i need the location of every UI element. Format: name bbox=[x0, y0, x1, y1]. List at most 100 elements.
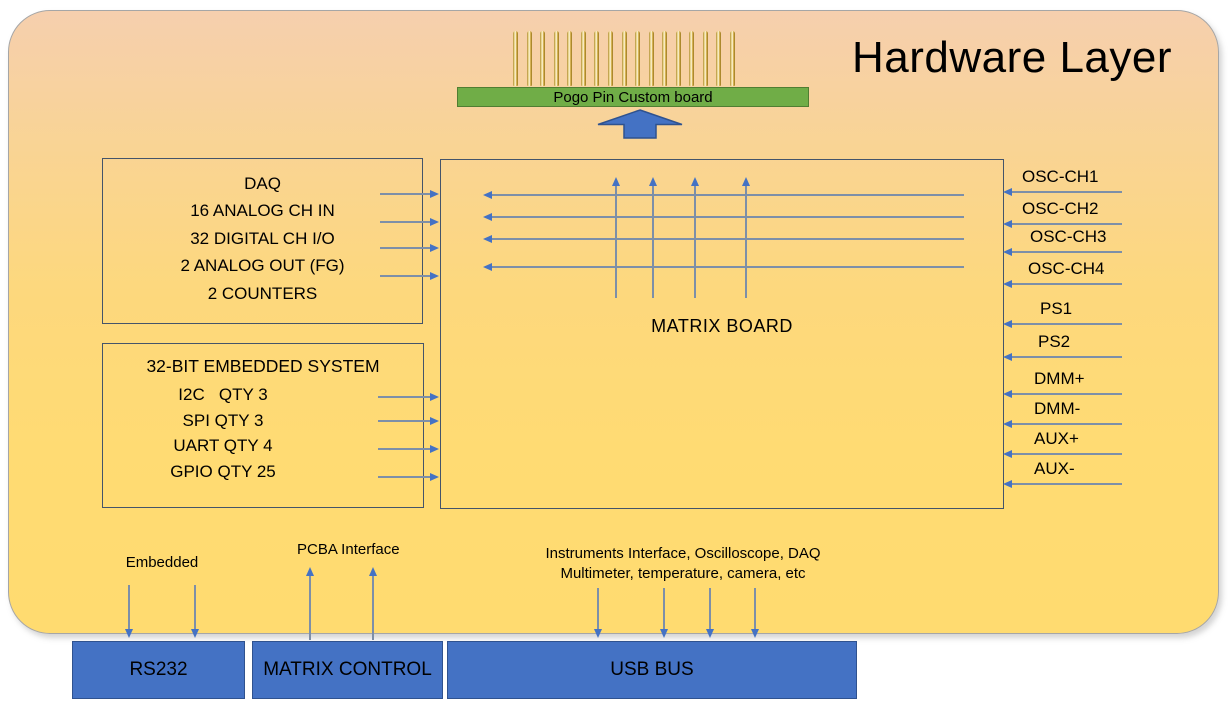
embedded-system-title: 32-BIT EMBEDDED SYSTEM bbox=[146, 356, 380, 376]
port-osc-ch2: OSC-CH2 bbox=[1012, 199, 1126, 233]
port-arrow bbox=[1012, 251, 1122, 253]
port-aux-plus: AUX+ bbox=[1012, 429, 1126, 463]
instruments-to-usb-arrow bbox=[754, 588, 756, 629]
port-label: OSC-CH4 bbox=[1028, 259, 1105, 278]
usb-bus-label: USB BUS bbox=[610, 659, 694, 680]
embedded-system-line: I2C QTY 3 bbox=[178, 385, 268, 404]
pogo-pin bbox=[635, 31, 641, 86]
embedded-system-lines: I2C QTY 3 SPI QTY 3 UART QTY 4 GPIO QTY … bbox=[103, 382, 343, 484]
port-label: DMM- bbox=[1034, 399, 1081, 418]
daq-box-line: 2 COUNTERS bbox=[207, 283, 318, 303]
port-arrow bbox=[1012, 483, 1122, 485]
pogo-pin bbox=[662, 31, 668, 86]
embedded-system-line: UART QTY 4 bbox=[173, 436, 273, 456]
port-arrow bbox=[1012, 453, 1122, 455]
matrix-control-bus-label: MATRIX CONTROL bbox=[263, 659, 432, 680]
instruments-interface-label: Instruments Interface, Oscilloscope, DAQ… bbox=[505, 544, 861, 584]
port-arrow bbox=[1012, 423, 1122, 425]
pogo-pins bbox=[513, 31, 735, 86]
pogo-pin bbox=[553, 31, 559, 86]
matrix-column-line bbox=[652, 186, 654, 298]
matrix-board-label: MATRIX BOARD bbox=[651, 316, 793, 336]
instruments-to-usb-arrow bbox=[709, 588, 711, 629]
pogo-pin bbox=[540, 31, 546, 86]
port-label: DMM+ bbox=[1034, 369, 1085, 388]
matrix-row-line bbox=[492, 266, 964, 268]
port-label: PS2 bbox=[1038, 332, 1071, 351]
embedded-to-matrix-arrow bbox=[378, 420, 430, 422]
daq-to-matrix-arrow bbox=[380, 221, 430, 223]
matrix-column-line bbox=[745, 186, 747, 298]
port-arrow bbox=[1012, 393, 1122, 395]
port-ps1: PS1 bbox=[1012, 299, 1126, 333]
pogo-pin bbox=[580, 31, 586, 86]
daq-to-matrix-arrow bbox=[380, 275, 430, 277]
matrix-control-bus-block: MATRIX CONTROL bbox=[252, 641, 443, 699]
pogo-pin-board-label: Pogo Pin Custom board bbox=[553, 88, 713, 106]
port-label: AUX- bbox=[1034, 459, 1075, 478]
embedded-to-matrix-arrow bbox=[378, 396, 430, 398]
matrix-row-line bbox=[492, 238, 964, 240]
pogo-pin bbox=[607, 31, 613, 86]
port-dmm-plus: DMM+ bbox=[1012, 369, 1126, 403]
rs232-bus-label: RS232 bbox=[129, 659, 188, 680]
daq-box-line: 2 ANALOG OUT (FG) bbox=[180, 256, 345, 276]
usb-bus-block: USB BUS bbox=[447, 641, 857, 699]
pogo-pin bbox=[702, 31, 708, 86]
daq-to-matrix-arrow bbox=[380, 193, 430, 195]
port-osc-ch4: OSC-CH4 bbox=[1012, 259, 1126, 293]
port-arrow bbox=[1012, 223, 1122, 225]
rs232-bus-block: RS232 bbox=[72, 641, 245, 699]
matrix-column-line bbox=[694, 186, 696, 298]
pogo-pin bbox=[513, 31, 518, 86]
embedded-system-line: SPI QTY 3 bbox=[182, 410, 264, 430]
port-arrow bbox=[1012, 356, 1122, 358]
port-arrow bbox=[1012, 283, 1122, 285]
embedded-to-matrix-arrow bbox=[378, 448, 430, 450]
daq-box: DAQ 16 ANALOG CH IN 32 DIGITAL CH I/O 2 … bbox=[102, 158, 423, 324]
port-label: OSC-CH2 bbox=[1022, 199, 1099, 218]
matrix-board-box bbox=[440, 159, 1004, 509]
pogo-pin bbox=[675, 31, 681, 86]
up-block-arrow-icon bbox=[597, 109, 683, 139]
pogo-pin bbox=[716, 31, 722, 86]
embedded-system-box: 32-BIT EMBEDDED SYSTEM I2C QTY 3 SPI QTY… bbox=[102, 343, 424, 508]
instruments-interface-line2: Multimeter, temperature, camera, etc bbox=[560, 565, 806, 582]
port-label: PS1 bbox=[1040, 299, 1073, 318]
matrix-column-line bbox=[615, 186, 617, 298]
daq-box-line: 32 DIGITAL CH I/O bbox=[190, 228, 335, 248]
hardware-layer-panel bbox=[8, 10, 1219, 634]
pogo-pin bbox=[594, 31, 600, 86]
matrix-row-line bbox=[492, 216, 964, 218]
pogo-pin bbox=[689, 31, 695, 86]
port-dmm-minus: DMM- bbox=[1012, 399, 1126, 433]
pogo-pin-board: Pogo Pin Custom board bbox=[457, 87, 809, 107]
matrix-control-up-arrow bbox=[372, 576, 374, 640]
port-osc-ch3: OSC-CH3 bbox=[1012, 227, 1126, 261]
embedded-to-rs232-arrow bbox=[128, 585, 130, 629]
pogo-pin bbox=[526, 31, 532, 86]
instruments-interface-line1: Instruments Interface, Oscilloscope, DAQ bbox=[545, 545, 821, 562]
port-aux-minus: AUX- bbox=[1012, 459, 1126, 493]
instruments-to-usb-arrow bbox=[663, 588, 665, 629]
embedded-to-rs232-arrow bbox=[194, 585, 196, 629]
port-label: OSC-CH3 bbox=[1030, 227, 1107, 246]
port-osc-ch1: OSC-CH1 bbox=[1012, 167, 1126, 201]
pogo-pin bbox=[567, 31, 573, 86]
pcba-interface-label: PCBA Interface bbox=[297, 541, 400, 558]
pogo-pin bbox=[621, 31, 627, 86]
embedded-connection-label: Embedded bbox=[125, 554, 199, 571]
port-label: AUX+ bbox=[1034, 429, 1079, 448]
port-arrow bbox=[1012, 191, 1122, 193]
daq-box-title: DAQ bbox=[244, 174, 281, 193]
port-ps2: PS2 bbox=[1012, 332, 1126, 366]
daq-box-line: 16 ANALOG CH IN bbox=[190, 201, 335, 221]
pogo-pin bbox=[730, 31, 735, 86]
instruments-to-usb-arrow bbox=[597, 588, 599, 629]
page-title: Hardware Layer bbox=[852, 33, 1173, 82]
embedded-system-line: GPIO QTY 25 bbox=[170, 461, 276, 481]
embedded-to-matrix-arrow bbox=[378, 476, 430, 478]
daq-to-matrix-arrow bbox=[380, 247, 430, 249]
port-arrow bbox=[1012, 323, 1122, 325]
